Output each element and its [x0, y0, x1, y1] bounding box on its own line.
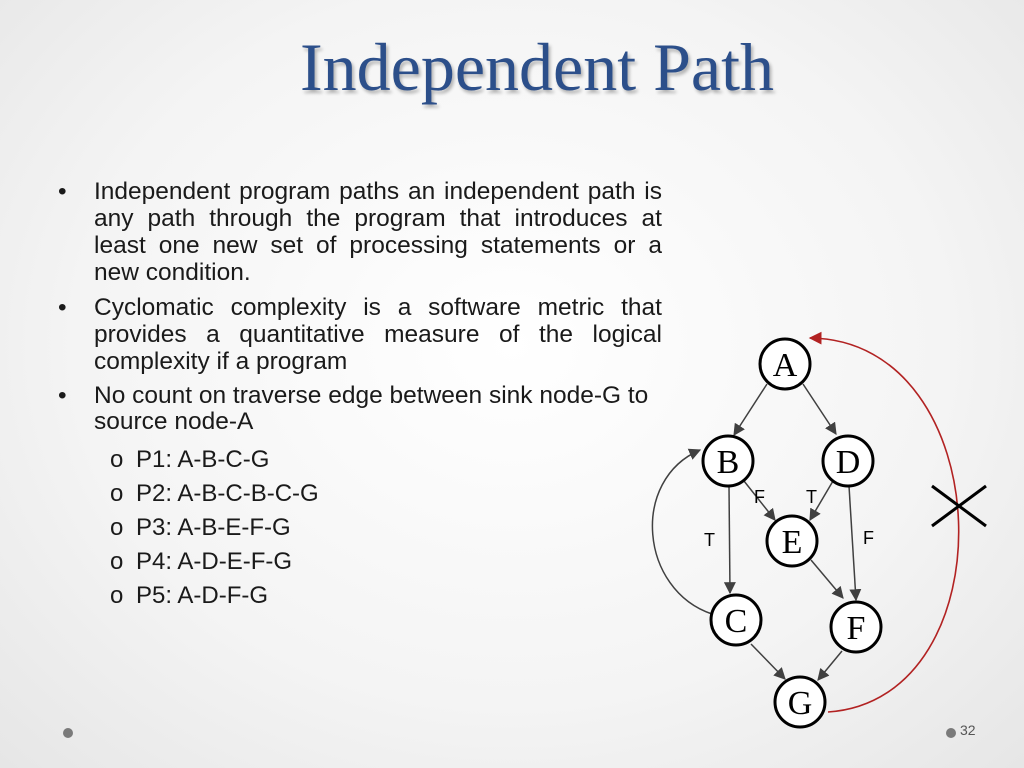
edge-c-g — [750, 643, 786, 680]
node-c: C — [709, 593, 763, 647]
edge-g-a-back — [808, 331, 960, 713]
path-marker: o — [110, 446, 124, 473]
node-c-label: C — [725, 603, 748, 640]
path-marker: o — [110, 514, 124, 541]
edge-d-f — [848, 485, 862, 602]
path-item: o P3: A-B-E-F-G — [56, 511, 662, 545]
edge-label-d-e: T — [806, 487, 817, 507]
path-text: P1: A-B-C-G — [136, 446, 270, 473]
cross-mark-line — [931, 484, 987, 528]
slide-title: Independent Path — [300, 29, 774, 105]
bullet-no-count-edge: No count on traverse edge between sink n… — [56, 383, 662, 435]
path-item: o P1: A-B-C-G — [56, 443, 662, 477]
edge-c-b-loop — [651, 448, 713, 615]
node-f: F — [829, 600, 883, 654]
path-text: P5: A-D-F-G — [136, 582, 269, 609]
left-footer-dot — [63, 728, 73, 738]
path-marker: o — [110, 548, 124, 575]
path-item: o P2: A-B-C-B-C-G — [56, 477, 662, 511]
slide-content: Independent program paths an independent… — [56, 178, 662, 613]
node-g-label: G — [788, 685, 813, 722]
edge-label-b-e: F — [754, 487, 765, 507]
node-a: A — [758, 337, 812, 391]
edge-a-d — [802, 383, 837, 436]
edge-label-d-f: F — [863, 528, 874, 548]
node-a-label: A — [773, 347, 798, 384]
right-footer-dot — [946, 728, 956, 738]
edge-label-b-c: T — [704, 530, 715, 550]
node-b-label: B — [717, 444, 740, 481]
edge-a-b — [733, 383, 768, 437]
page-number: 32 — [960, 722, 976, 738]
node-f-label: F — [847, 610, 866, 647]
node-d: D — [821, 434, 875, 488]
edge-b-e — [743, 480, 776, 521]
edge-e-f — [810, 559, 844, 599]
path-text: P4: A-D-E-F-G — [136, 548, 293, 575]
edge-b-c — [723, 485, 736, 595]
node-g: G — [773, 675, 827, 729]
path-item: o P5: A-D-F-G — [56, 579, 662, 613]
path-text: P3: A-B-E-F-G — [136, 514, 291, 541]
path-text: P2: A-B-C-B-C-G — [136, 480, 319, 507]
path-item: o P4: A-D-E-F-G — [56, 545, 662, 579]
bullet-cyclomatic-complexity: Cyclomatic complexity is a software metr… — [56, 294, 662, 375]
node-b: B — [701, 434, 755, 488]
node-e-label: E — [782, 524, 803, 561]
path-marker: o — [110, 582, 124, 609]
edge-d-e — [809, 480, 834, 522]
node-d-label: D — [836, 444, 861, 481]
path-marker: o — [110, 480, 124, 507]
node-e: E — [765, 514, 819, 568]
edge-f-g — [817, 650, 843, 681]
bullet-independent-paths: Independent program paths an independent… — [56, 178, 662, 286]
